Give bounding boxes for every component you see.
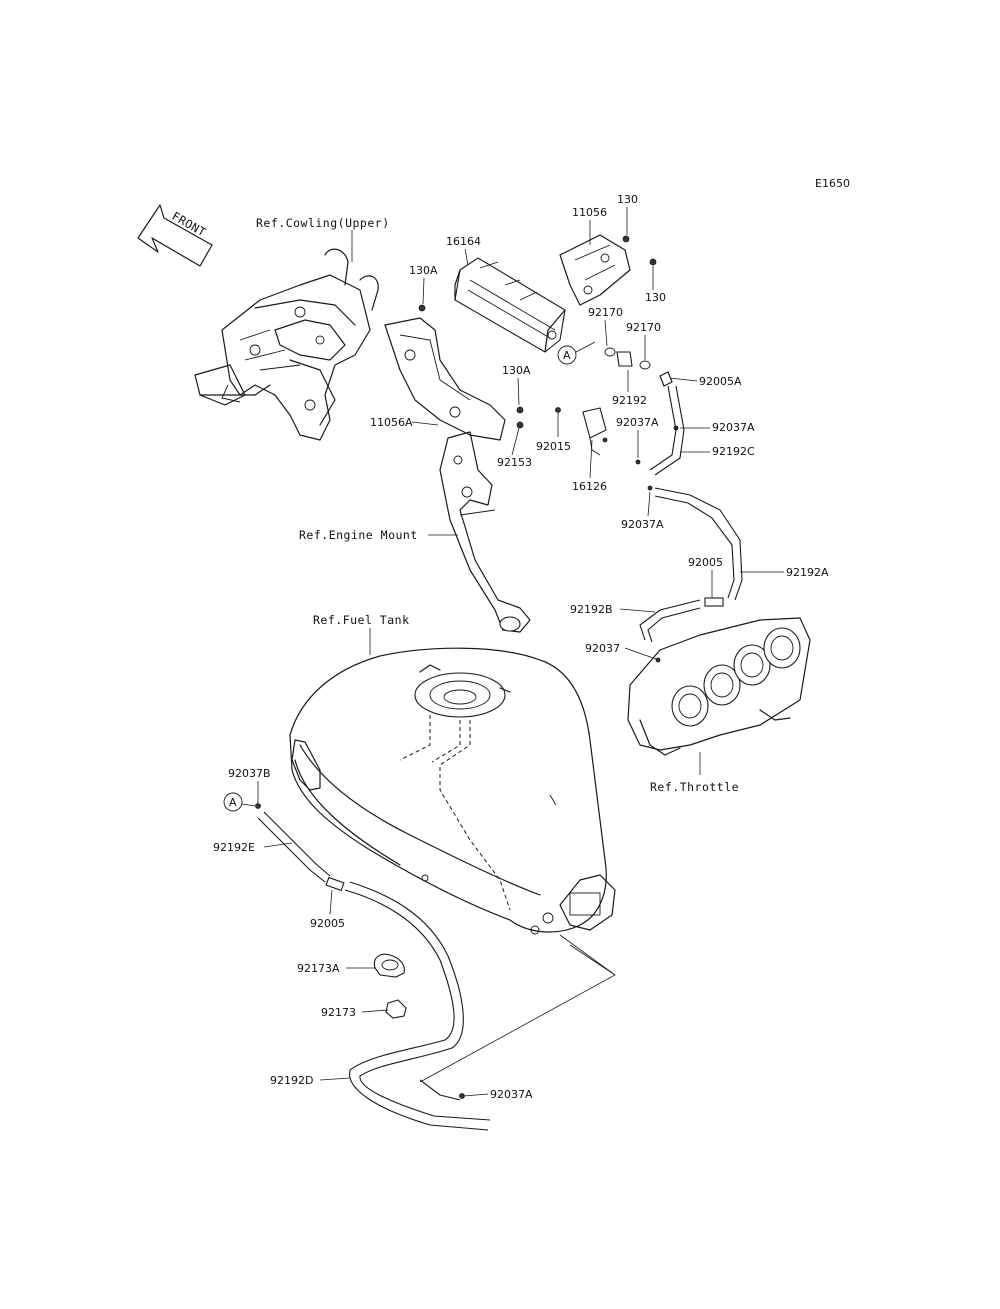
hose-92192E-inner: [263, 811, 331, 877]
part-label-92173A: 92173A: [297, 962, 340, 975]
part-label-92192C: 92192C: [712, 445, 755, 458]
connector-marker-a-left: A: [223, 792, 256, 812]
part-label-130A-top: 130A: [409, 264, 438, 277]
ref-throttle-label: Ref.Throttle: [650, 780, 739, 794]
part-label-92170-a: 92170: [588, 306, 623, 319]
part-label-92192A: 92192A: [786, 566, 829, 579]
part-label-92037: 92037: [585, 642, 620, 655]
part-label-92005-left: 92005: [310, 917, 345, 930]
canister-illustration: [454, 257, 566, 353]
hose-92192E: [257, 817, 326, 883]
part-label-92192D: 92192D: [270, 1074, 313, 1087]
engine-mount-illustration: [439, 431, 531, 633]
part-labels: 11056 130 130 16164 130A 92170 92170 920…: [213, 193, 829, 1101]
canister-bracket-illustration: [559, 234, 631, 306]
part-label-130A-mid: 130A: [502, 364, 531, 377]
hose-92192A: [654, 487, 743, 601]
clamp-92173A-icon: [373, 953, 405, 978]
clip-92037A-bottom-icon: [459, 1093, 465, 1099]
part-label-92037A-right: 92037A: [712, 421, 755, 434]
clip-92037B-icon: [255, 803, 261, 809]
part-label-11056: 11056: [572, 206, 607, 219]
throttle-body-illustration: [627, 617, 811, 756]
front-label: FRONT: [169, 209, 208, 240]
part-label-92192B: 92192B: [570, 603, 613, 616]
ref-fuel-tank-label: Ref.Fuel Tank: [313, 613, 410, 627]
svg-text:A: A: [229, 796, 237, 809]
hose-92192D-inner: [349, 881, 491, 1121]
ref-engine-mount-label: Ref.Engine Mount: [299, 528, 418, 542]
part-label-130-top: 130: [617, 193, 638, 206]
hose-92192C: [649, 385, 677, 471]
routing-leader: [419, 934, 616, 1083]
joint-92005-left: [325, 876, 345, 892]
hose-92192D: [344, 889, 489, 1131]
bolt-icons: [418, 235, 657, 429]
clamp-92173-icon: [385, 999, 407, 1019]
hose-92192C-inner: [654, 385, 685, 476]
valve-16126-illustration: [555, 407, 608, 456]
part-label-92192: 92192: [612, 394, 647, 407]
diagram-code: E1650: [815, 177, 850, 190]
hose-92192B-inner: [647, 607, 701, 643]
part-label-92170-b: 92170: [626, 321, 661, 334]
cowling-bracket-illustration: [194, 248, 379, 441]
part-label-92005-right: 92005: [688, 556, 723, 569]
part-label-16126: 16126: [572, 480, 607, 493]
ref-cowling-label: Ref.Cowling(Upper): [256, 216, 390, 230]
part-label-92037A-bottom: 92037A: [490, 1088, 533, 1101]
svg-text:A: A: [563, 349, 571, 362]
part-label-92153: 92153: [497, 456, 532, 469]
part-label-92037A-low: 92037A: [621, 518, 664, 531]
joint-92005: [704, 597, 724, 607]
part-label-11056A: 11056A: [370, 416, 413, 429]
part-label-92037A-mid: 92037A: [616, 416, 659, 429]
hose-92192D-drain: [419, 1079, 461, 1101]
part-label-92037B: 92037B: [228, 767, 271, 780]
part-label-92192E: 92192E: [213, 841, 255, 854]
part-label-16164: 16164: [446, 235, 481, 248]
hose-92192B: [639, 599, 701, 641]
fuel-tank-illustration: [289, 647, 616, 935]
bracket-11056A-illustration: [384, 317, 506, 441]
front-arrow-icon: FRONT: [137, 204, 213, 267]
part-label-130-right: 130: [645, 291, 666, 304]
part-label-92173: 92173: [321, 1006, 356, 1019]
hose-92192A-inner: [654, 495, 735, 599]
part-label-92015: 92015: [536, 440, 571, 453]
connector-marker-a-top: A: [557, 341, 596, 365]
part-label-92005A: 92005A: [699, 375, 742, 388]
